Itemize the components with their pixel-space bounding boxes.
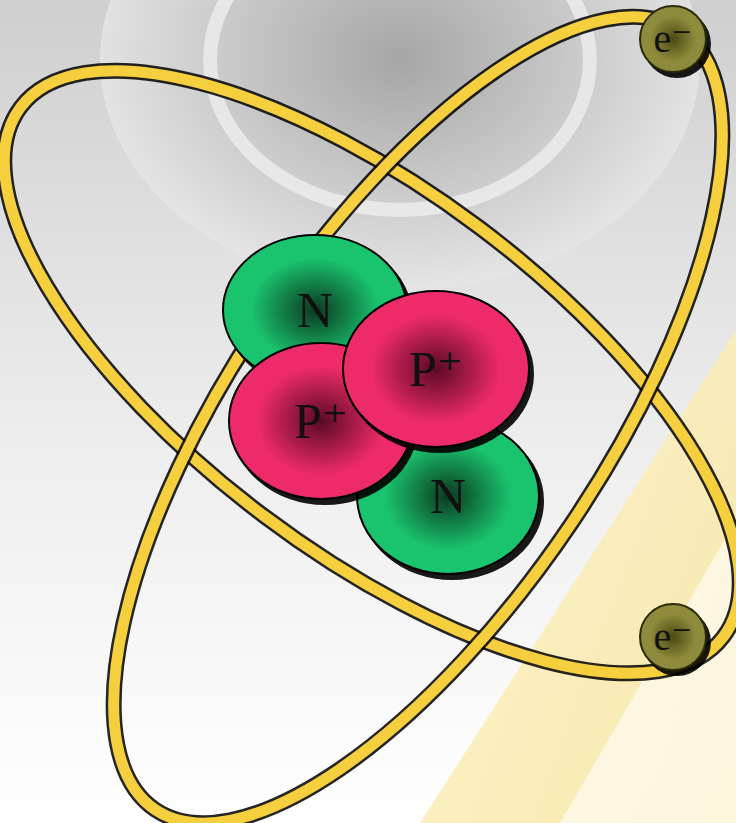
particle-label: e⁻ xyxy=(637,601,709,673)
particle-body xyxy=(343,291,529,447)
particle-body xyxy=(640,604,706,670)
proton-particle: P⁺ xyxy=(340,288,532,450)
particle-body xyxy=(357,418,539,574)
particle-label: e⁻ xyxy=(637,3,709,75)
particle-label: P⁺ xyxy=(340,288,532,450)
particle-body xyxy=(229,343,413,499)
particle-body xyxy=(640,6,706,72)
electron-particle: e⁻ xyxy=(637,3,709,75)
electron-particle: e⁻ xyxy=(637,601,709,673)
